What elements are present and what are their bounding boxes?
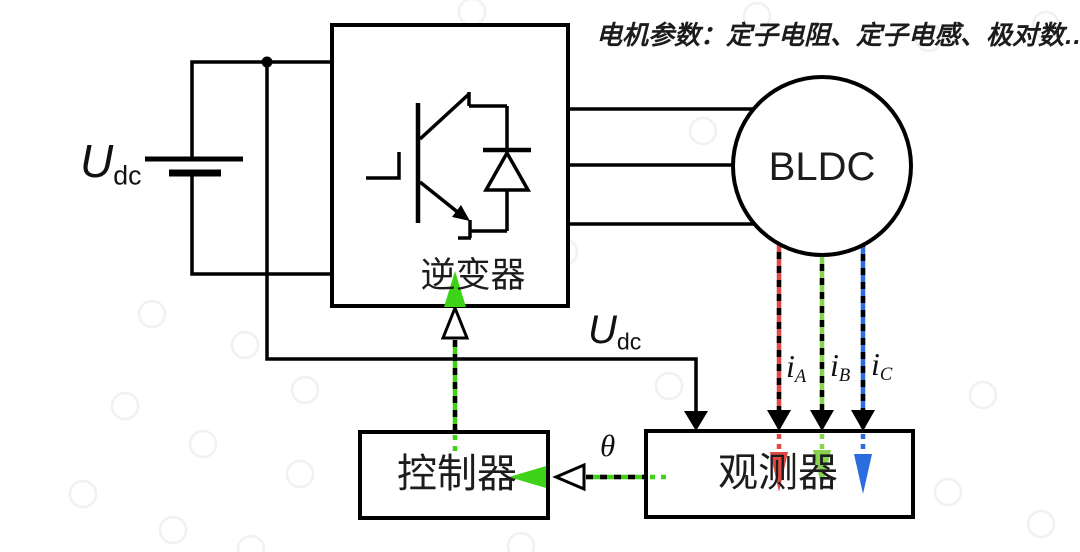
bldc-motor-label: BLDC <box>768 145 876 189</box>
phase-b-label-base: i <box>830 347 839 383</box>
dc-feedback-label: Udc <box>588 310 641 354</box>
phase-c-label-sub: C <box>879 364 893 386</box>
background-circle <box>654 371 684 401</box>
phase-a-current-line <box>767 238 791 492</box>
motor-parameters-annotation: 电机参数：定子电阻、定子电感、极对数… <box>596 20 1080 50</box>
dc-source-label: Udc <box>80 138 141 189</box>
background-circle <box>506 531 536 552</box>
phase-c-label-base: i <box>871 346 880 382</box>
udc-arrowhead <box>684 411 708 431</box>
igbt-gate-lead <box>366 152 401 180</box>
phase-a-black-arrowhead <box>767 410 791 431</box>
theta-black-arrowhead <box>552 462 586 492</box>
dc-source-circuit <box>145 56 332 276</box>
phase-c-current-line <box>851 240 875 494</box>
inverter-box <box>330 23 570 308</box>
igbt-icon <box>366 92 507 240</box>
control-green-arrowhead <box>444 271 466 307</box>
background-circle <box>230 330 260 360</box>
phase-b-current-line <box>810 250 834 489</box>
igbt-collector-diagonal <box>418 92 471 141</box>
background-circle <box>688 116 718 146</box>
background-circle <box>933 477 963 507</box>
phase-c-color-arrowhead <box>854 454 872 494</box>
theta-green-arrowhead <box>509 466 546 488</box>
theta-label: θ <box>600 428 616 463</box>
dc-feedback-label-base: U <box>588 308 617 352</box>
background-circle <box>236 534 266 552</box>
phase-a-current-label: iA <box>786 350 806 387</box>
background-circle <box>742 1 772 31</box>
inverter-label: 逆变器 <box>420 256 526 295</box>
udc-sense-wire <box>265 62 708 431</box>
diode-icon <box>482 106 532 231</box>
background-circle <box>457 0 487 27</box>
phase-a-label-sub: A <box>794 366 807 388</box>
theta-signal-line <box>509 462 672 492</box>
background-circle <box>137 299 167 329</box>
background-circle <box>158 515 188 545</box>
igbt-emitter-diagonal <box>418 180 462 216</box>
background-circle <box>110 391 140 421</box>
background-circle <box>1031 10 1061 40</box>
dc-source-label-sub: dc <box>113 160 142 191</box>
background-circle <box>290 375 320 405</box>
phase-b-label-sub: B <box>838 365 851 387</box>
control-black-arrowhead <box>440 303 470 340</box>
background-circle <box>285 459 315 489</box>
phase-a-color-arrowhead <box>770 452 788 492</box>
phase-c-black-arrowhead <box>851 410 875 431</box>
background-circle <box>68 479 98 509</box>
phase-wires <box>568 107 760 226</box>
phase-c-current-label: iC <box>871 348 892 385</box>
observer-label: 观测器 <box>718 451 838 495</box>
igbt-emitter-arrowhead <box>452 205 470 221</box>
controller-label: 控制器 <box>397 452 517 496</box>
dc-bus-positive-wire <box>190 60 332 158</box>
dc-feedback-label-sub: dc <box>616 328 642 355</box>
dc-source-label-base: U <box>80 135 114 187</box>
phase-a-label-base: i <box>786 348 795 384</box>
background-circle <box>188 429 218 459</box>
dc-bus-negative-wire <box>190 173 332 276</box>
background-circle <box>968 380 998 410</box>
background-circle <box>914 23 944 53</box>
bldc-motor-circle <box>731 75 913 257</box>
phase-b-color-arrowhead <box>813 450 831 489</box>
background-circle <box>1026 509 1056 539</box>
control-signal-line <box>440 271 470 451</box>
phase-b-current-label: iB <box>830 349 850 386</box>
phase-b-black-arrowhead <box>810 410 834 431</box>
